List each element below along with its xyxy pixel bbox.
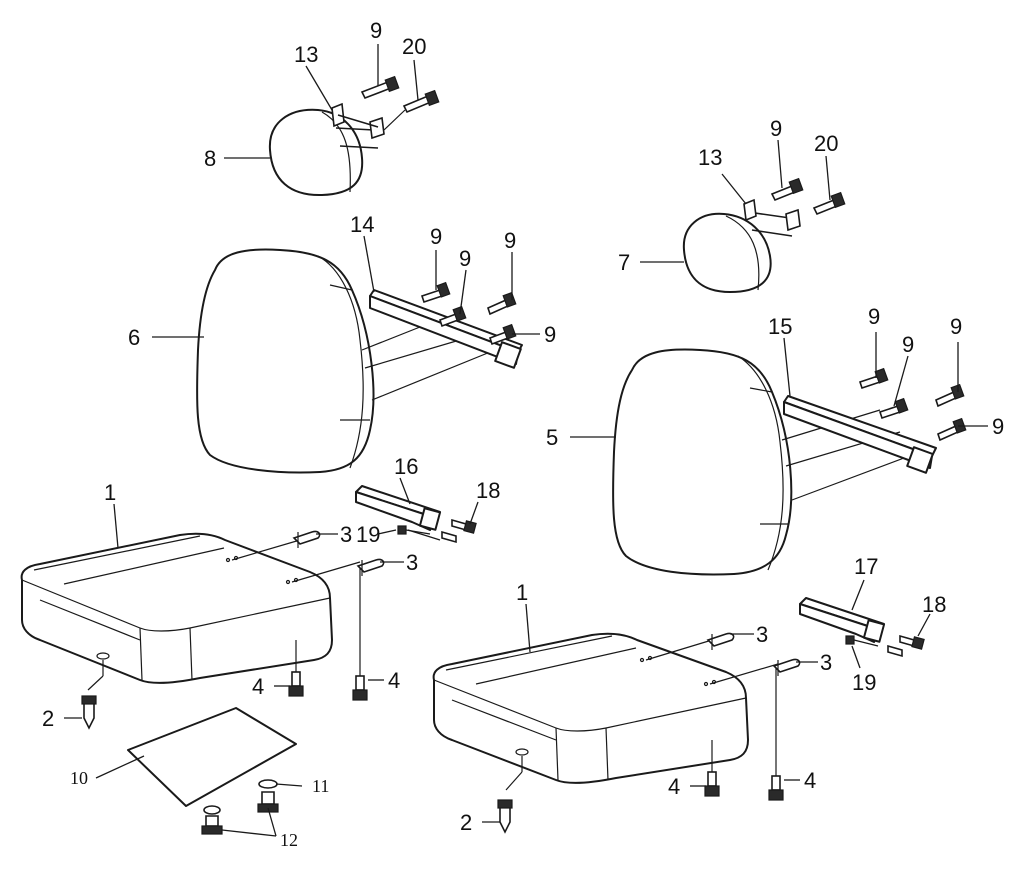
headrest-left bbox=[268, 75, 440, 197]
callout-14: 14 bbox=[350, 212, 374, 237]
callout-9: 9 bbox=[459, 246, 471, 271]
callout-5: 5 bbox=[546, 425, 558, 450]
callout-1: 1 bbox=[516, 580, 528, 605]
callout-3: 3 bbox=[340, 522, 352, 547]
backrest-right bbox=[612, 348, 967, 576]
backrest-left bbox=[196, 248, 523, 474]
leader-lines bbox=[64, 44, 988, 837]
callout-19: 19 bbox=[852, 670, 876, 695]
callout-9: 9 bbox=[504, 228, 516, 253]
callout-17: 17 bbox=[854, 554, 878, 579]
pin-2-right bbox=[497, 799, 513, 834]
pin-2-left bbox=[81, 695, 97, 730]
callout-4: 4 bbox=[804, 768, 816, 793]
callout-1: 1 bbox=[104, 480, 116, 505]
callout-2: 2 bbox=[42, 706, 54, 731]
callout-9: 9 bbox=[902, 332, 914, 357]
callout-2: 2 bbox=[460, 810, 472, 835]
callout-6: 6 bbox=[128, 325, 140, 350]
callout-4: 4 bbox=[668, 774, 680, 799]
callout-10: 10 bbox=[70, 768, 88, 788]
callout-11: 11 bbox=[312, 776, 329, 796]
bolt-4-right bbox=[704, 771, 784, 801]
bolt-4-left bbox=[288, 671, 368, 701]
seat-cushion-right bbox=[432, 632, 779, 791]
callout-20: 20 bbox=[814, 131, 838, 156]
headrest-right bbox=[682, 177, 846, 293]
callout-20: 20 bbox=[402, 34, 426, 59]
bracket-17 bbox=[799, 597, 925, 658]
callout-8: 8 bbox=[204, 146, 216, 171]
callout-9: 9 bbox=[950, 314, 962, 339]
callout-9: 9 bbox=[770, 116, 782, 141]
callout-3: 3 bbox=[820, 650, 832, 675]
callout-4: 4 bbox=[252, 674, 264, 699]
clip-right bbox=[706, 632, 801, 676]
callout-3: 3 bbox=[406, 550, 418, 575]
callout-16: 16 bbox=[394, 454, 418, 479]
callout-13: 13 bbox=[698, 145, 722, 170]
floor-mat bbox=[127, 707, 297, 807]
callout-18: 18 bbox=[476, 478, 500, 503]
callout-7: 7 bbox=[618, 250, 630, 275]
callout-9: 9 bbox=[992, 414, 1004, 439]
callout-19: 19 bbox=[356, 522, 380, 547]
bracket-16 bbox=[355, 485, 477, 544]
callout-9: 9 bbox=[430, 224, 442, 249]
callout-9: 9 bbox=[544, 322, 556, 347]
callout-12: 12 bbox=[280, 830, 298, 850]
callout-13: 13 bbox=[294, 42, 318, 67]
callout-labels: 13 9 20 8 6 14 9 9 9 9 13 9 20 7 5 15 9 … bbox=[42, 18, 1004, 850]
callout-4: 4 bbox=[388, 668, 400, 693]
clip-left bbox=[292, 530, 385, 576]
callout-9: 9 bbox=[868, 304, 880, 329]
callout-3: 3 bbox=[756, 622, 768, 647]
callout-18: 18 bbox=[922, 592, 946, 617]
seat-cushion-left bbox=[20, 532, 361, 691]
callout-15: 15 bbox=[768, 314, 792, 339]
callout-9: 9 bbox=[370, 18, 382, 43]
